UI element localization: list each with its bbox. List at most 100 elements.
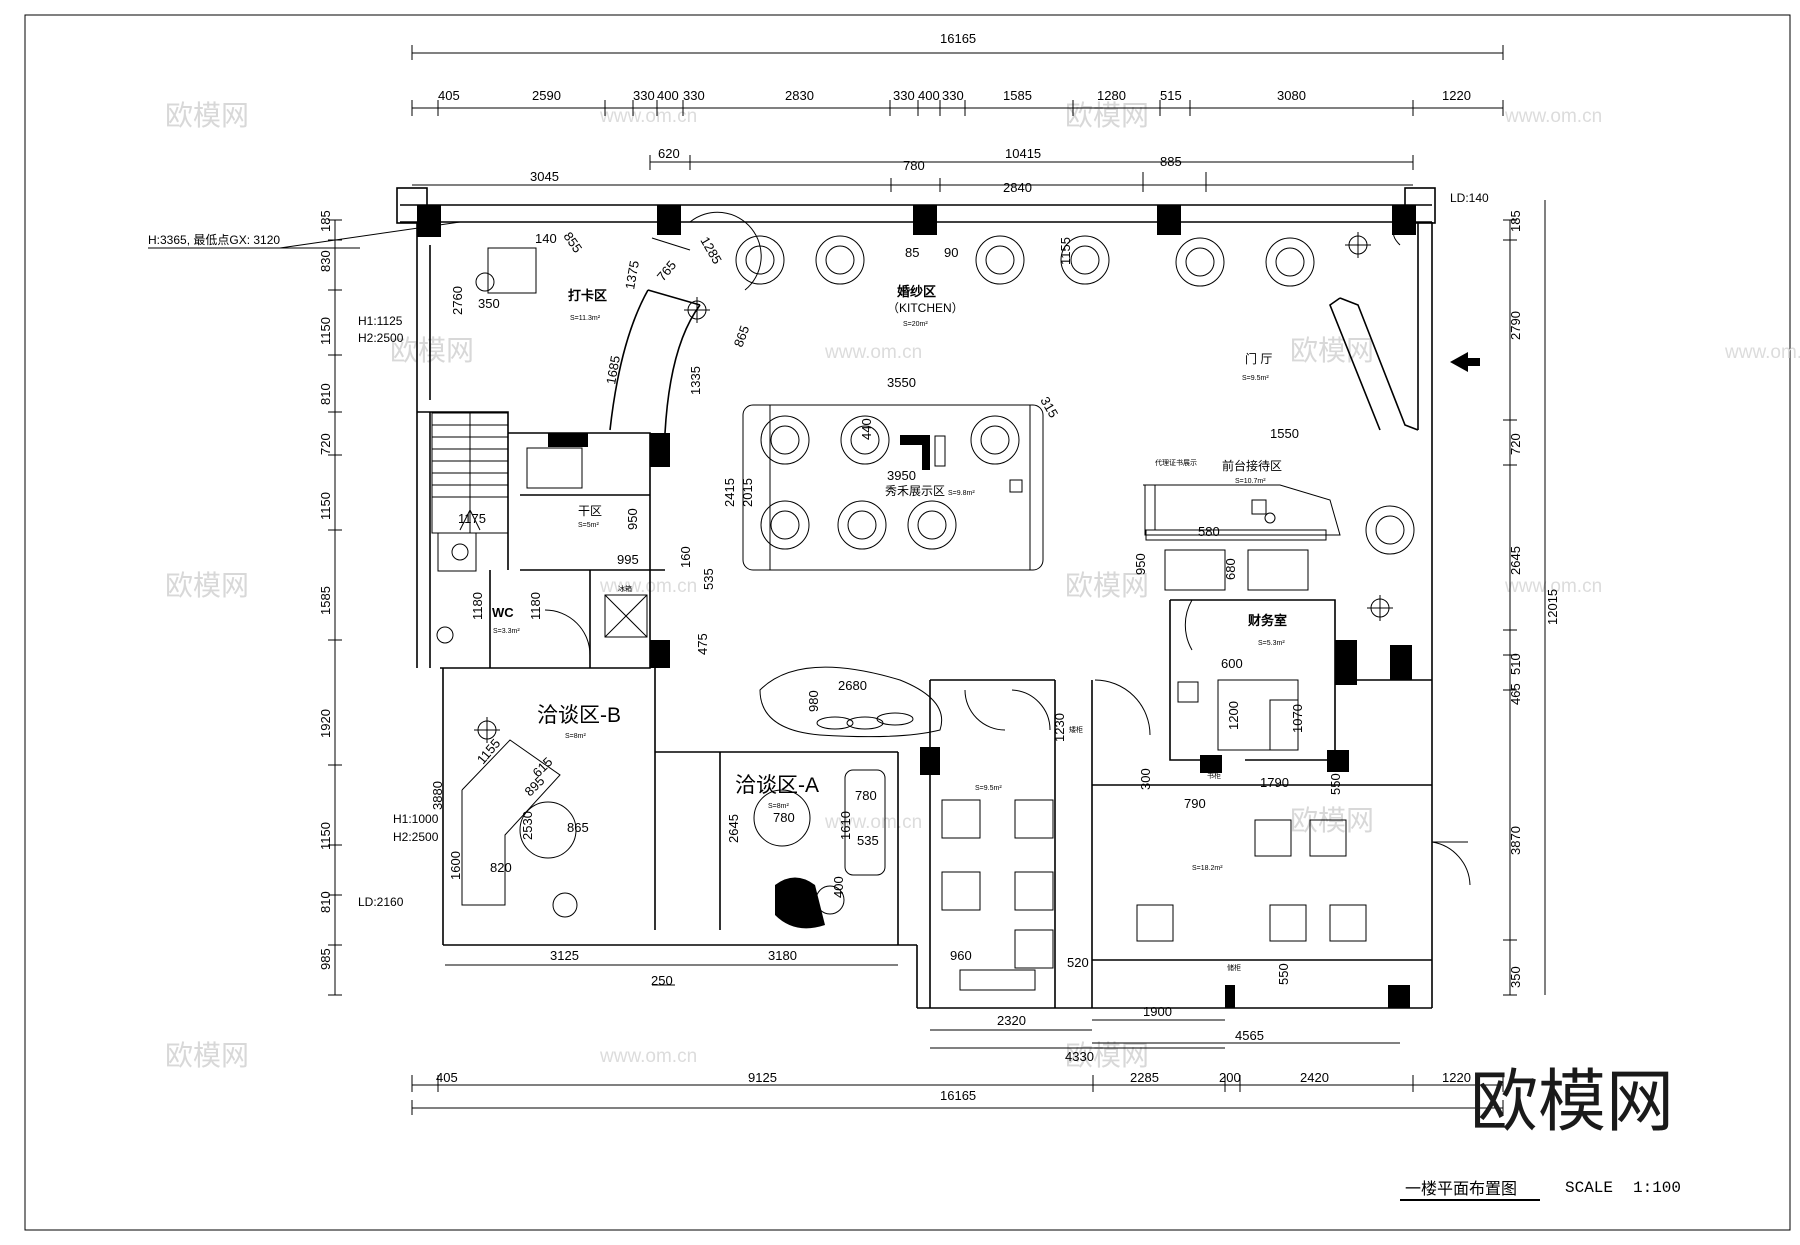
dim-bottom-inner: 4330 [1065,1049,1094,1064]
interior-dim: 960 [950,948,972,963]
title-block: 一楼平面布置图 SCALE 1:100 [1400,1179,1681,1201]
dim-left: 985 [318,948,333,970]
label-show: 秀禾展示区 [885,484,945,498]
bottom-dimension-chains: 405 9125 2285 200 2420 1220 16165 3125 3… [411,948,1504,1115]
dim-bottom-inner: 250 [651,973,673,988]
area-dry: S=5m² [578,522,599,529]
gown-display [837,500,887,550]
chair [1329,904,1367,942]
gown-display [975,235,1025,285]
chair [941,799,981,839]
gown-display [1265,237,1315,287]
interior-dim: 140 [535,231,557,246]
interior-dim: 535 [857,833,879,848]
furniture [436,232,1471,991]
interior-dim: 780 [855,788,877,803]
interior-dim: 3550 [887,375,916,390]
gown-display [735,235,785,285]
dim-top: 330 [942,88,964,103]
gown-display-inner [770,510,800,540]
interior-dim: 680 [1223,558,1238,580]
interior-dim: 950 [1133,553,1148,575]
chair [1014,929,1054,969]
dim-top: 330 [683,88,705,103]
area-lobby: S=9.5m² [1242,375,1269,382]
interior-dim: 855 [561,229,586,255]
scale-value: 1:100 [1633,1179,1681,1197]
interior-dim: 315 [1037,394,1061,420]
dim-right: 2645 [1508,546,1523,575]
interior-dim: 85 [905,245,919,260]
interior-dim: 865 [731,324,753,350]
interior-dim: 1230 [1052,713,1067,742]
dim-top: 1280 [1097,88,1126,103]
label-certificate: 代理证书展示 [1155,458,1197,467]
watermark: 欧模网 [165,570,249,601]
interior-dim: 865 [567,820,589,835]
note-h1-bottom: H1:1000 [393,812,439,826]
area-big: S=18.2m² [1192,865,1223,872]
dim-bottom-inner: 2320 [997,1013,1026,1028]
dim-right: 350 [1508,966,1523,988]
watermark-url: www.om.cn [1724,342,1800,363]
interior-dim: 1600 [448,851,463,880]
interior-dim: 90 [944,245,958,260]
watermark: 欧模网 [1065,1040,1149,1071]
interior-dim: 1070 [1290,704,1305,733]
interior-dim: 1180 [470,592,485,620]
dim-top: 515 [1160,88,1182,103]
drawing-title: 一楼平面布置图 [1405,1180,1517,1198]
dim-top-inner: 10415 [1005,146,1041,161]
interior-dim: 1335 [688,366,703,395]
dim-right: 465 [1508,683,1523,705]
chair [1254,819,1292,857]
dim-bottom-total: 16165 [940,1088,976,1103]
dim-bottom-inner: 3125 [550,948,579,963]
watermark-url: www.om.cn [599,1046,697,1067]
staircase [431,412,509,534]
interior-dim: 2015 [740,478,755,507]
dim-top-inner: 2840 [1003,180,1032,195]
interior-dim: 980 [806,690,821,712]
watermark-url: www.om.cn [599,106,697,127]
label-dry: 干区 [578,504,602,518]
chair [1014,871,1054,911]
dim-left: 810 [318,891,333,913]
interior-dim: 2415 [722,478,737,507]
gown-display [760,500,810,550]
gown-display-inner [850,425,880,455]
interior-dim: 2760 [450,286,465,315]
dim-top-total: 16165 [940,31,976,46]
label-reception: 前台接待区 [1222,458,1282,473]
gown-display-inner [825,245,855,275]
interior-dim: 3950 [887,468,916,483]
dim-left: 1585 [318,586,333,615]
interior-dim: 1550 [1270,426,1299,441]
chair [1014,799,1054,839]
interior-dim: 550 [1276,963,1291,985]
dim-left: 720 [318,433,333,455]
dim-right: 2790 [1508,311,1523,340]
gown-display-inner [985,245,1015,275]
interior-dim: 995 [617,552,639,567]
gown-display-inner [745,245,775,275]
interior-dim: 475 [695,633,710,655]
dim-top: 400 [657,88,679,103]
interior-dim: 535 [701,568,716,590]
gown-display [1060,235,1110,285]
gown-display [1175,237,1225,287]
chair [1136,904,1174,942]
dim-right-total: 12015 [1545,589,1560,625]
dim-top: 1585 [1003,88,1032,103]
area-mid: S=9.5m² [975,785,1002,792]
label-bridal: 婚纱区 [897,284,936,299]
dim-top: 330 [633,88,655,103]
interior-dim: 350 [478,296,500,311]
dim-top: 330 [893,88,915,103]
watermark: 欧模网 [1065,100,1149,131]
interior-dim: 2530 [520,811,535,840]
watermark: 欧模网 [165,1040,249,1071]
interior-dim: 1200 [1226,701,1241,730]
gown-display [760,415,810,465]
